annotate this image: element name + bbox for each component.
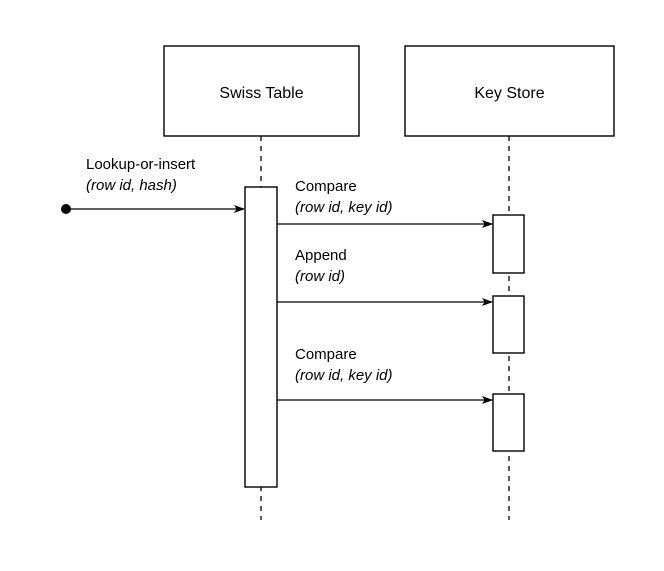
message-compare-2[interactable]: Compare (row id, key id) xyxy=(277,346,493,404)
message-params-compare-1: (row id, key id) xyxy=(295,199,393,216)
participant-box-swiss-table[interactable] xyxy=(163,45,360,137)
activation-bar-key-store-2[interactable] xyxy=(492,295,525,354)
activation-bar-key-store-3[interactable] xyxy=(492,393,525,452)
message-label-lookup-or-insert: Lookup-or-insert xyxy=(86,156,196,173)
participant-box-key-store[interactable] xyxy=(404,45,615,137)
participant-key-store[interactable]: Key Store xyxy=(404,45,615,520)
participant-swiss-table[interactable]: Swiss Table xyxy=(163,45,360,520)
message-params-lookup-or-insert: (row id, hash) xyxy=(86,177,177,194)
message-compare-1[interactable]: Compare (row id, key id) xyxy=(277,178,493,228)
message-label-append: Append xyxy=(295,247,347,264)
message-params-compare-2: (row id, key id) xyxy=(295,367,393,384)
message-append[interactable]: Append (row id) xyxy=(277,247,493,306)
message-lookup-or-insert[interactable]: Lookup-or-insert (row id, hash) xyxy=(61,156,245,214)
message-label-compare-2: Compare xyxy=(295,346,357,363)
message-params-append: (row id) xyxy=(295,268,345,285)
participant-label-key-store: Key Store xyxy=(474,85,544,102)
activation-bar-key-store-1[interactable] xyxy=(492,214,525,274)
message-label-compare-1: Compare xyxy=(295,178,357,195)
activation-bar-swiss-table[interactable] xyxy=(244,186,278,488)
participant-label-swiss-table: Swiss Table xyxy=(219,85,303,102)
